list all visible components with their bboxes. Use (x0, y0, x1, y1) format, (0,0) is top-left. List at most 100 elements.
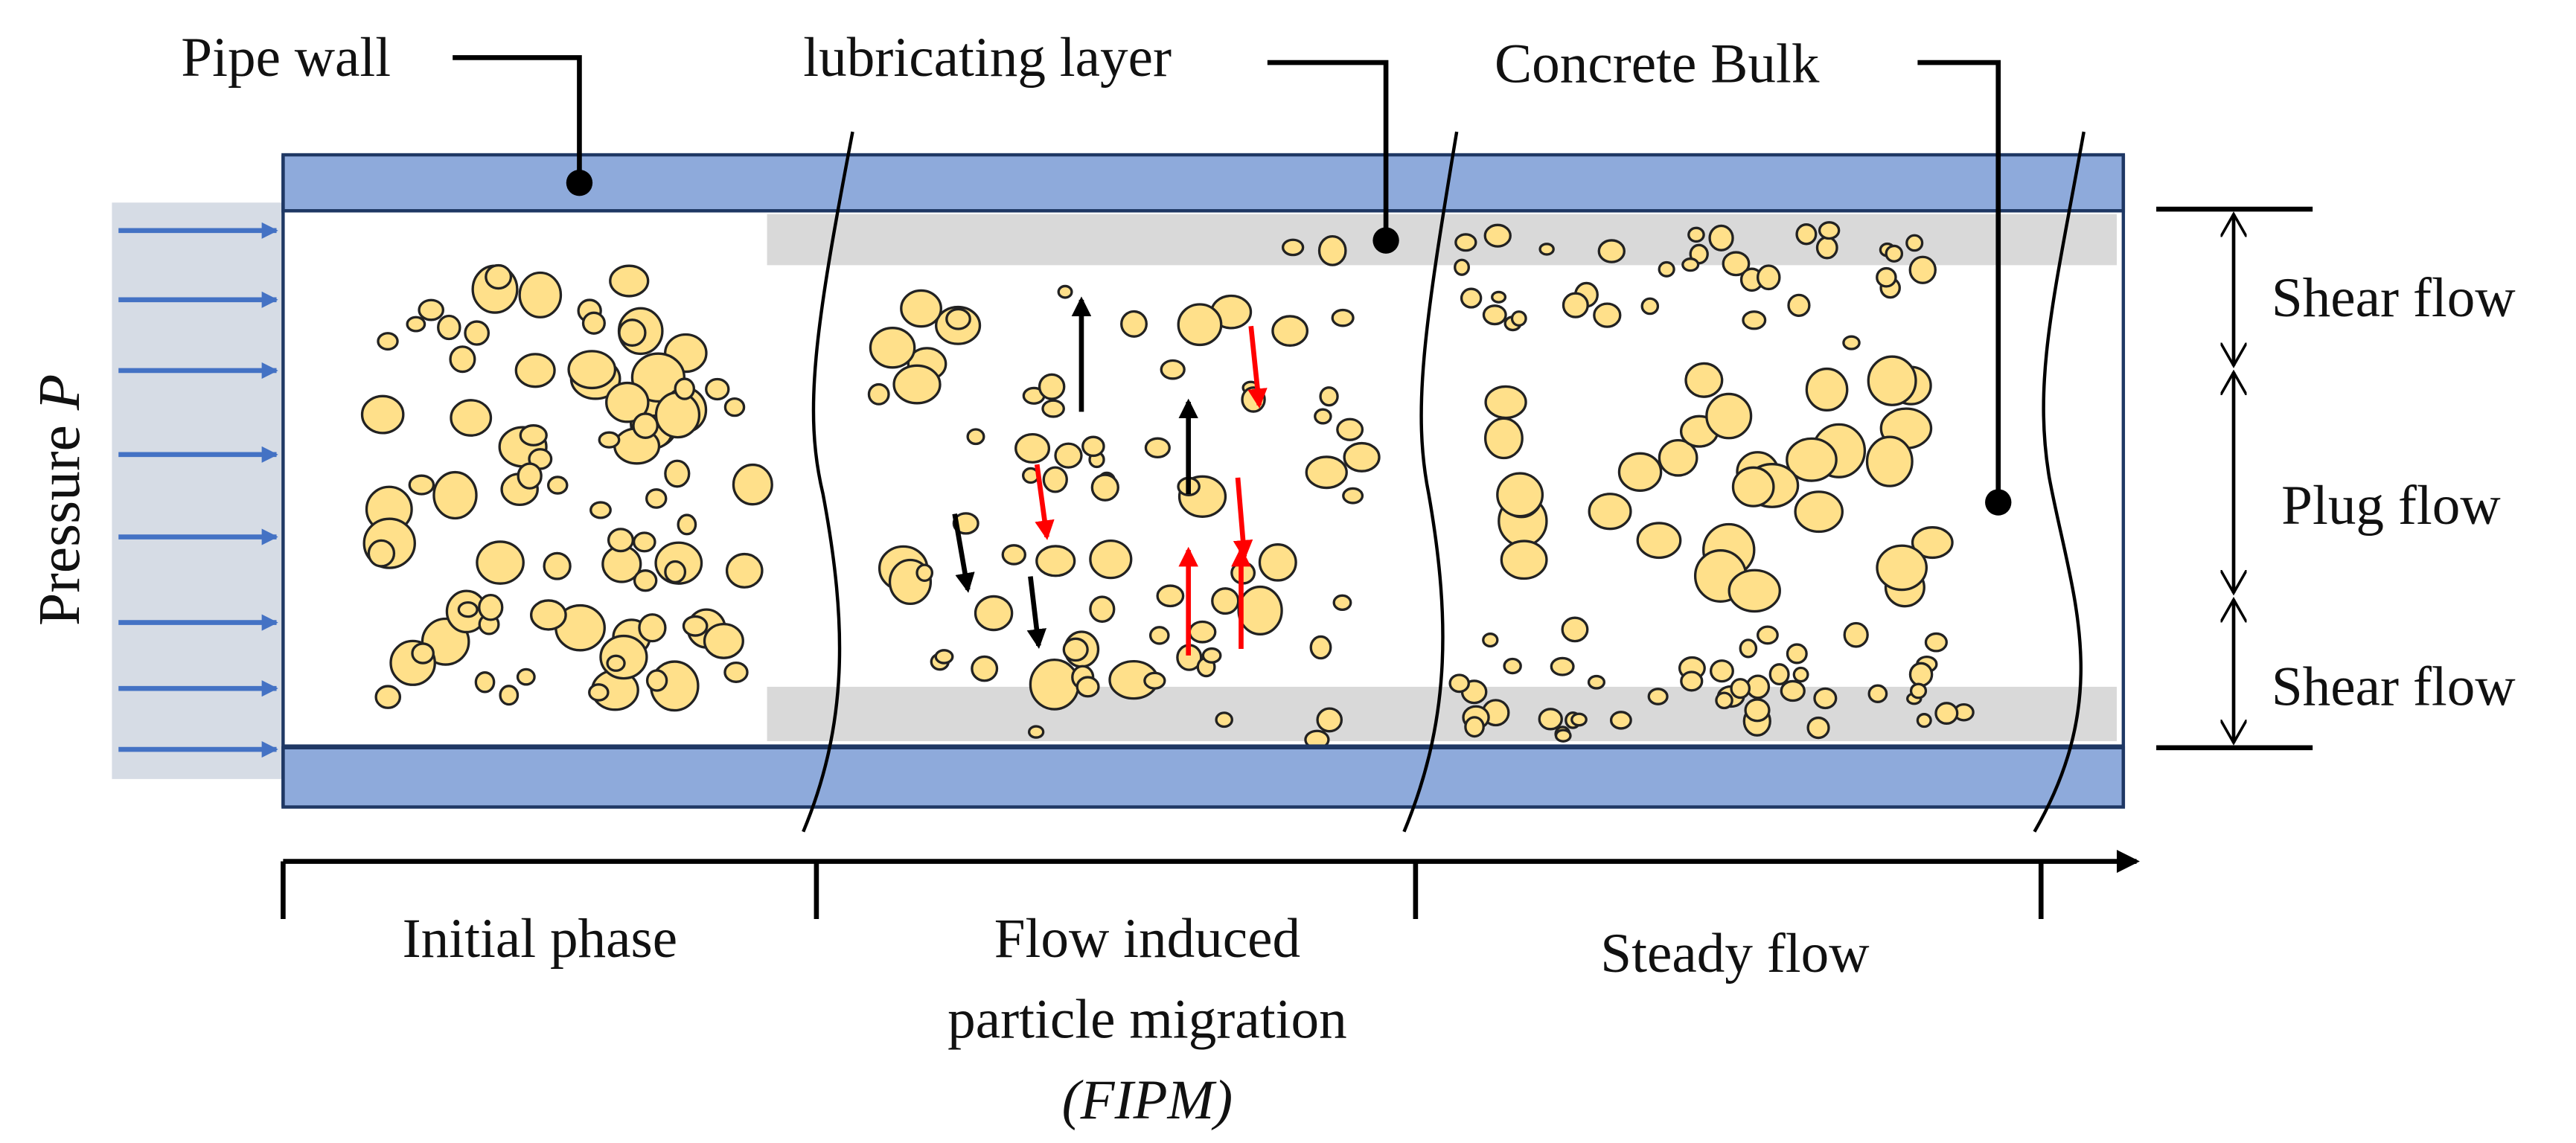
aggregate-particle-icon (1739, 638, 1758, 659)
aggregate-particle-icon (1500, 540, 1548, 580)
aggregate-particle-icon (1617, 452, 1663, 492)
shear-flow-top-label: Shear flow (2272, 267, 2516, 329)
aggregate-particle-icon (599, 634, 648, 680)
aggregate-particle-icon (1787, 293, 1811, 317)
aggregate-particle-icon (1867, 684, 1888, 703)
migration-arrow-icon (1026, 576, 1047, 649)
aggregate-particle-icon (971, 655, 999, 682)
aggregate-particle-icon (1815, 236, 1838, 260)
aggregate-particle-icon (476, 540, 525, 585)
aggregate-particle-icon (945, 307, 971, 330)
aggregate-particle-icon (1709, 659, 1734, 683)
fipm-label-line1: Flow induced (994, 908, 1300, 970)
aggregate-particle-icon (1588, 493, 1632, 531)
lubricating-layer-label: lubricating layer (803, 27, 1172, 89)
aggregate-particle-icon (645, 488, 668, 509)
aggregate-particle-icon (723, 397, 746, 417)
aggregate-particle-icon (1054, 442, 1083, 469)
aggregate-particle-icon (1658, 438, 1698, 477)
aggregate-particle-icon (1554, 729, 1572, 743)
aggregate-particle-icon (1317, 234, 1347, 266)
aggregate-particle-icon (1924, 632, 1948, 653)
concrete-bulk-leader-dot (1985, 489, 2012, 516)
aggregate-particle-icon (516, 667, 536, 686)
aggregate-particle-icon (418, 298, 444, 321)
aggregate-particle-icon (367, 539, 396, 568)
aggregate-particle-icon (1343, 441, 1381, 473)
pipe-wall-label: Pipe wall (181, 27, 391, 89)
aggregate-particle-icon (1496, 472, 1544, 518)
aggregate-particle-icon (1454, 233, 1477, 252)
aggregate-particle-icon (1705, 392, 1753, 440)
aggregate-particle-icon (1090, 473, 1119, 502)
aggregate-particle-icon (1336, 417, 1364, 441)
aggregate-particle-icon (1680, 670, 1704, 692)
aggregate-particle-icon (1885, 244, 1904, 263)
lubricating-layer-bottom (767, 686, 2117, 741)
aggregate-particle-icon (589, 501, 612, 519)
particles (360, 221, 1975, 750)
pressure-zone (112, 202, 284, 779)
aggregate-particle-icon (1042, 466, 1068, 493)
aggregate-particle-icon (1081, 435, 1105, 458)
aggregate-particle-icon (518, 271, 563, 318)
aggregate-particle-icon (705, 377, 730, 401)
aggregate-particle-icon (1744, 698, 1771, 723)
aggregate-particle-icon (966, 428, 985, 446)
aggregate-particle-icon (1768, 663, 1790, 686)
aggregate-particle-icon (1271, 315, 1309, 348)
aggregate-particle-icon (1454, 258, 1470, 276)
aggregate-particle-icon (437, 314, 461, 341)
migration-arrow-icon (952, 513, 975, 593)
aggregate-particle-icon (1029, 658, 1080, 711)
aggregate-particle-icon (1148, 626, 1170, 645)
concrete-bulk-label: Concrete Bulk (1495, 33, 1820, 95)
aggregate-particle-icon (1730, 678, 1751, 699)
aggregate-particle-icon (1156, 584, 1185, 608)
aggregate-particle-icon (1188, 620, 1217, 644)
aggregate-particle-icon (1757, 264, 1781, 291)
aggregate-particle-icon (1484, 417, 1524, 460)
aggregate-particle-icon (1510, 310, 1527, 327)
aggregate-particle-icon (1319, 386, 1339, 407)
migration-arrow-icon (1233, 477, 1253, 560)
aggregate-particle-icon (485, 263, 513, 290)
aggregate-particle-icon (607, 528, 634, 553)
aggregate-particle-icon (1460, 287, 1483, 309)
aggregate-particle-icon (1237, 585, 1283, 635)
aggregate-particle-icon (1332, 594, 1352, 612)
aggregate-particle-icon (1258, 543, 1297, 582)
aggregate-particle-icon (546, 476, 569, 495)
aggregate-particle-icon (725, 552, 764, 589)
aggregate-particle-icon (464, 320, 490, 346)
aggregate-particle-icon (1658, 260, 1675, 278)
aggregate-particle-icon (1687, 226, 1705, 243)
aggregate-particle-icon (1309, 635, 1332, 660)
aggregate-particle-icon (654, 391, 701, 439)
pressure-label: Pressure P (27, 374, 92, 626)
aggregate-particle-icon (1057, 284, 1073, 299)
aggregate-particle-icon (514, 353, 556, 388)
aggregate-particle-icon (432, 470, 478, 520)
aggregate-particle-icon (567, 350, 617, 390)
aggregate-particle-icon (867, 382, 890, 406)
aggregate-particle-icon (411, 642, 435, 665)
aggregate-particle-icon (1482, 304, 1507, 326)
aggregate-particle-icon (677, 513, 697, 536)
aggregate-particle-icon (1089, 595, 1116, 623)
aggregate-particle-icon (645, 669, 668, 692)
aggregate-particle-icon (598, 431, 621, 449)
aggregate-particle-icon (1640, 297, 1660, 316)
aggregate-particle-icon (638, 613, 667, 643)
aggregate-particle-icon (1722, 251, 1751, 277)
aggregate-particle-icon (892, 364, 942, 405)
aggregate-particle-icon (478, 593, 504, 621)
lubricating-layer-leader (1267, 60, 1389, 241)
pipe-wall-leader-dot (566, 169, 593, 196)
aggregate-particle-icon (1281, 238, 1305, 257)
aggregate-particle-icon (1144, 437, 1171, 459)
aggregate-particle-icon (605, 381, 650, 423)
aggregate-particle-icon (1728, 569, 1781, 613)
aggregate-particle-icon (609, 264, 650, 298)
